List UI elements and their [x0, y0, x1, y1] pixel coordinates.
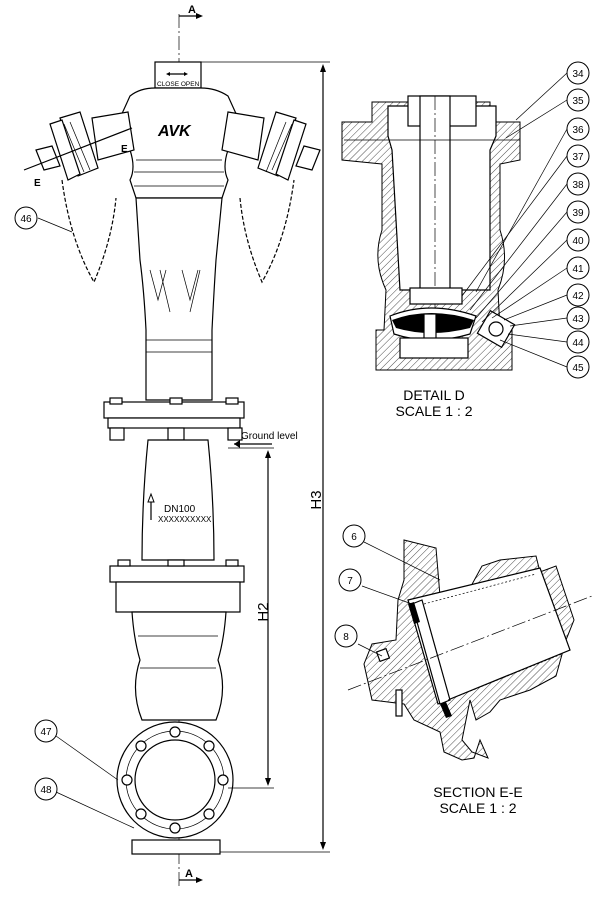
svg-text:36: 36: [572, 125, 584, 136]
section-e-seal-bottom: [440, 702, 452, 718]
callout-7: 7: [338, 568, 362, 592]
detail-d-view: DETAIL D SCALE 1 : 2 34 35 36 37 38 39 4…: [341, 61, 590, 419]
operating-cap: [154, 61, 202, 89]
right-outlet-coupling: [221, 111, 321, 181]
svg-text:35: 35: [572, 96, 584, 107]
callout-45: 45: [566, 355, 590, 379]
callout-38: 38: [566, 172, 590, 196]
callout-36: 36: [566, 117, 590, 141]
cut-mark-right: E: [121, 144, 128, 155]
cap-label: CLOSE OPEN: [157, 81, 200, 88]
section-e-seal-top: [408, 602, 420, 624]
valve-body: [131, 611, 227, 721]
detail-d-valve-nut: [409, 287, 463, 305]
callout-43: 43: [566, 306, 590, 330]
callout-39: 39: [566, 200, 590, 224]
svg-text:7: 7: [347, 576, 353, 587]
callout-48: 48: [34, 777, 58, 801]
h2-label: H2: [255, 602, 272, 621]
callout-8: 8: [334, 624, 358, 648]
svg-text:44: 44: [572, 338, 584, 349]
svg-text:38: 38: [572, 180, 584, 191]
svg-text:43: 43: [572, 314, 584, 325]
svg-text:39: 39: [572, 208, 584, 219]
upper-barrel: [135, 197, 223, 401]
lower-flange: [109, 565, 245, 583]
svg-text:41: 41: [572, 264, 584, 275]
svg-text:34: 34: [572, 69, 584, 80]
callout-44: 44: [566, 330, 590, 354]
section-e-scale: SCALE 1 : 2: [439, 800, 516, 816]
callout-42: 42: [566, 283, 590, 307]
callout-37: 37: [566, 144, 590, 168]
main-elevation-view: A A CLOSE OPEN AVK: [14, 4, 330, 886]
svg-text:40: 40: [572, 236, 584, 247]
svg-text:48: 48: [40, 785, 52, 796]
section-mark-top: A: [188, 4, 196, 16]
section-e-seat-ring: [411, 599, 451, 705]
hydrant-head: [119, 87, 239, 199]
section-e-screw: [395, 689, 403, 717]
callout-41: 41: [566, 256, 590, 280]
svg-text:37: 37: [572, 152, 584, 163]
section-mark-bottom: A: [185, 868, 193, 880]
detail-d-title: DETAIL D: [403, 387, 464, 403]
right-chain: [239, 179, 295, 284]
logo: AVK: [157, 123, 192, 140]
callout-40: 40: [566, 228, 590, 252]
detail-d-scale: SCALE 1 : 2: [395, 403, 472, 419]
detail-d-drain-plug: [476, 309, 516, 349]
left-chain: [61, 179, 117, 284]
lower-barrel: [141, 439, 215, 561]
svg-text:45: 45: [572, 363, 584, 374]
h3-label: H3: [308, 490, 325, 509]
section-e-view: SECTION E-E SCALE 1 : 2 6 7 8: [334, 524, 593, 816]
section-arrow-bottom: [196, 877, 203, 883]
section-e-pin: [375, 647, 391, 663]
section-arrow-top: [196, 13, 203, 19]
callout-34: 34: [566, 61, 590, 85]
section-e-title: SECTION E-E: [433, 784, 522, 800]
serial-label: XXXXXXXXXX: [158, 515, 212, 524]
cut-mark-left: E: [34, 178, 41, 189]
svg-text:46: 46: [20, 214, 32, 225]
callout-35: 35: [566, 88, 590, 112]
cut-line-e: [23, 127, 133, 171]
callout-47: 47: [34, 719, 58, 743]
ground-level-label: Ground level: [241, 431, 298, 442]
dn-label: DN100: [164, 504, 196, 515]
svg-text:8: 8: [343, 632, 349, 643]
base-foot: [131, 839, 221, 855]
svg-text:47: 47: [40, 727, 52, 738]
flange-bolts: [121, 726, 229, 834]
svg-text:6: 6: [351, 532, 357, 543]
svg-text:42: 42: [572, 291, 584, 302]
callout-46: 46: [14, 206, 38, 230]
callout-6: 6: [342, 524, 366, 548]
